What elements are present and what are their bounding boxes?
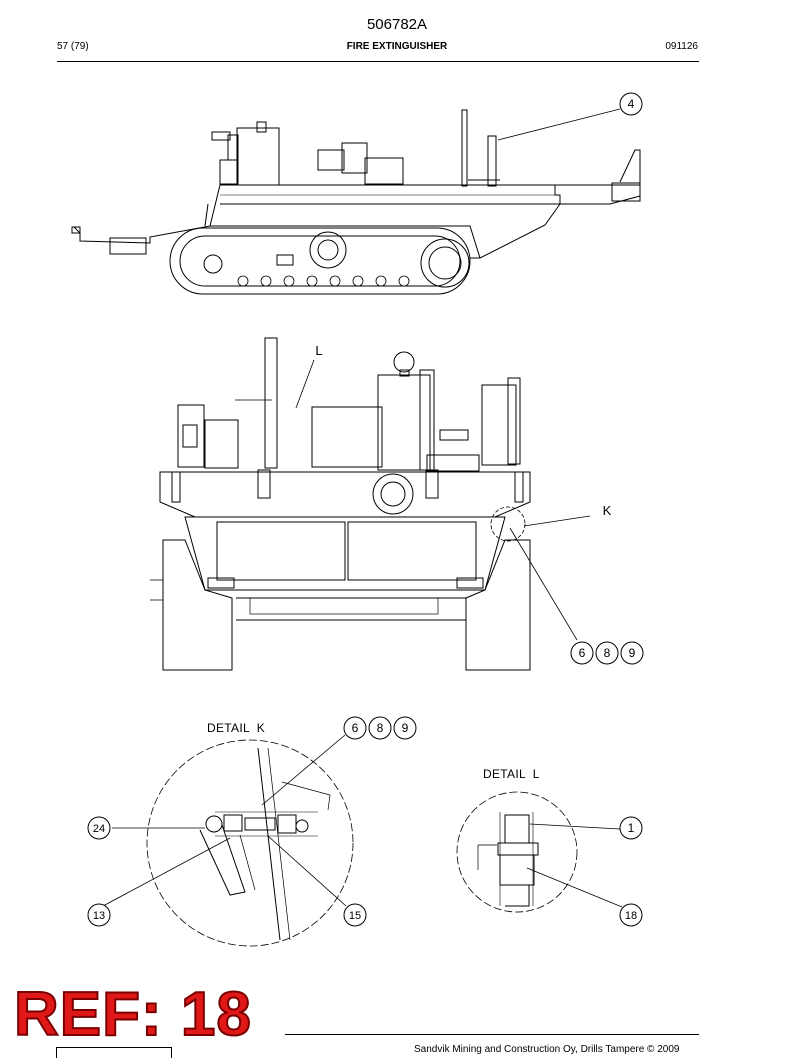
footer-rule <box>285 1034 699 1035</box>
callout-bubble-13 <box>87 903 111 927</box>
callout-bubble-9 <box>620 641 644 665</box>
callout-8: 8 <box>604 646 611 660</box>
footer-copyright: Sandvik Mining and Construction Oy, Dril… <box>414 1044 680 1055</box>
detail-k-label: DETAIL K <box>207 721 266 735</box>
callout-numbers: 4 L K 6 8 9 6 8 9 24 13 15 1 18 <box>93 97 637 922</box>
track-rollers <box>237 275 410 287</box>
page-number: 57 (79) <box>57 41 89 52</box>
callout-6: 6 <box>352 721 359 735</box>
callout-bubble-4 <box>619 92 643 116</box>
section-title: FIRE EXTINGUISHER <box>346 41 448 52</box>
callout-8: 8 <box>377 721 384 735</box>
callout-9: 9 <box>629 646 636 660</box>
detail-l-drawing <box>456 791 578 913</box>
callout-bubble-6 <box>570 641 594 665</box>
side-view-drawing <box>71 109 641 295</box>
callout-18: 18 <box>625 910 637 922</box>
callout-bubble-18 <box>619 903 643 927</box>
callout-k: K <box>603 503 612 518</box>
doc-number: 506782A <box>366 16 428 33</box>
callout-4: 4 <box>628 97 635 111</box>
ref-stamp: REF: 18 <box>13 980 252 1049</box>
callout-bubbles <box>87 92 644 927</box>
callout-bubble-9 <box>393 716 417 740</box>
detail-k-drawing <box>146 739 354 947</box>
rear-view-drawing <box>150 337 531 671</box>
callout-bubble-15 <box>343 903 367 927</box>
leader-lines <box>102 108 623 908</box>
callout-bubble-8 <box>595 641 619 665</box>
callout-24: 24 <box>93 823 105 835</box>
callout-bubble-1 <box>619 816 643 840</box>
callout-6: 6 <box>579 646 586 660</box>
callout-15: 15 <box>349 910 361 922</box>
callout-1: 1 <box>628 821 635 835</box>
callout-l: L <box>315 343 322 358</box>
callout-13: 13 <box>93 910 105 922</box>
callout-bubble-6 <box>343 716 367 740</box>
callout-bubble-24 <box>87 816 111 840</box>
doc-date: 091126 <box>665 41 698 52</box>
callout-bubble-8 <box>368 716 392 740</box>
callout-9: 9 <box>402 721 409 735</box>
header-rule <box>57 61 699 62</box>
detail-l-label: DETAIL L <box>483 767 540 781</box>
